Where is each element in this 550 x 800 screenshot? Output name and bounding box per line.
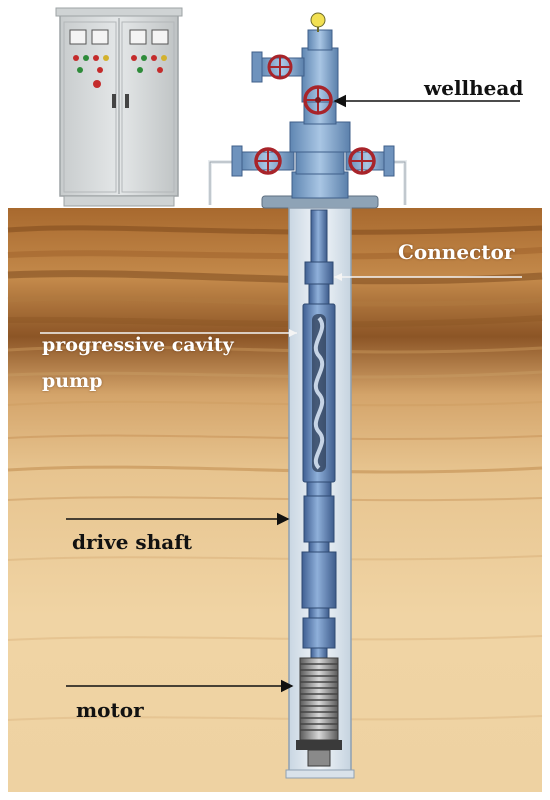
soil-layers [7,208,543,792]
label-motor: motor [76,698,144,722]
wellhead-assembly [231,12,395,199]
label-connector: Connector [398,240,515,264]
connector-part [304,261,334,285]
label-pump-line1: progressive cavity [42,334,234,356]
drive-shaft-housing [303,495,335,543]
label-wellhead: wellhead [424,76,524,100]
motor-body [299,657,339,741]
label-pump-line2: pump [42,370,103,392]
control-cabinet [55,7,183,207]
pump-rotor [313,316,325,470]
pump-string [296,209,342,767]
leader-lines [40,94,522,693]
label-drive-shaft: drive shaft [72,530,193,554]
